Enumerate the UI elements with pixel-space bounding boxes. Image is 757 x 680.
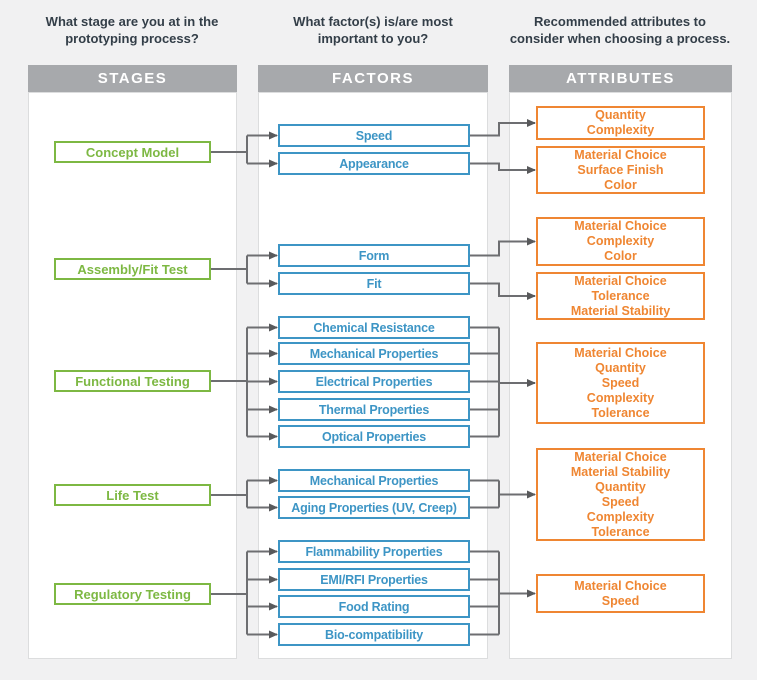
column-header-stages: STAGES	[28, 65, 237, 92]
factor-box: Appearance	[278, 152, 470, 175]
factor-label: Flammability Properties	[305, 544, 443, 559]
factor-box: Speed	[278, 124, 470, 147]
attribute-line: Complexity	[586, 509, 655, 524]
stage-box: Assembly/Fit Test	[54, 258, 211, 280]
factor-box: Electrical Properties	[278, 370, 470, 393]
column-header-attributes: ATTRIBUTES	[509, 65, 732, 92]
factor-label: Optical Properties	[321, 429, 427, 444]
column-header-factors: FACTORS	[258, 65, 488, 92]
factor-label: Food Rating	[338, 599, 410, 614]
factor-label: Appearance	[339, 156, 409, 171]
factor-label: EMI/RFI Properties	[320, 572, 428, 587]
attribute-line: Surface Finish	[577, 162, 664, 177]
factor-box: EMI/RFI Properties	[278, 568, 470, 591]
factor-box: Thermal Properties	[278, 398, 470, 421]
factor-box: Bio-compatibility	[278, 623, 470, 646]
attribute-line: Material Choice	[574, 345, 667, 360]
factor-label: Thermal Properties	[318, 402, 430, 417]
factor-box: Optical Properties	[278, 425, 470, 448]
attribute-line: Quantity	[595, 360, 646, 375]
stage-label: Assembly/Fit Test	[77, 261, 188, 277]
attribute-line: Quantity	[595, 108, 646, 122]
factor-label: Mechanical Properties	[309, 346, 439, 361]
attribute-line: Material Choice	[574, 147, 667, 162]
factor-box: Mechanical Properties	[278, 342, 470, 365]
stage-box: Concept Model	[54, 141, 211, 163]
attribute-line: Color	[604, 177, 637, 192]
factor-box: Aging Properties (UV, Creep)	[278, 496, 470, 519]
attribute-line: Material Choice	[574, 578, 667, 593]
factor-label: Fit	[366, 276, 382, 291]
factor-box: Fit	[278, 272, 470, 295]
factor-label: Speed	[355, 128, 393, 143]
attribute-line: Material Choice	[574, 449, 667, 464]
stage-label: Concept Model	[85, 144, 180, 160]
stage-box: Regulatory Testing	[54, 583, 211, 605]
attribute-line: Tolerance	[591, 288, 650, 303]
attribute-line: Material Stability	[570, 464, 671, 479]
attribute-line: Speed	[601, 494, 640, 509]
attribute-line: Quantity	[595, 479, 646, 494]
attribute-line: Speed	[601, 593, 640, 608]
factor-label: Electrical Properties	[315, 374, 433, 389]
factor-box: Flammability Properties	[278, 540, 470, 563]
factor-box: Form	[278, 244, 470, 267]
factor-box: Chemical Resistance	[278, 316, 470, 339]
question-factors: What factor(s) is/are most important to …	[293, 14, 453, 46]
stage-box: Life Test	[54, 484, 211, 506]
factor-label: Chemical Resistance	[313, 320, 435, 335]
factor-label: Bio-compatibility	[325, 627, 423, 642]
attribute-line: Material Choice	[574, 273, 667, 288]
stage-label: Functional Testing	[75, 373, 190, 389]
factor-label: Form	[358, 248, 390, 263]
factor-box: Food Rating	[278, 595, 470, 618]
attribute-line: Complexity	[586, 390, 655, 405]
question-stages: What stage are you at in the prototyping…	[45, 14, 219, 46]
attribute-line: Speed	[601, 375, 640, 390]
attribute-line: Material Stability	[570, 303, 671, 318]
factor-label: Aging Properties (UV, Creep)	[291, 500, 457, 515]
attribute-line: Material Choice	[574, 219, 667, 233]
attribute-line: Tolerance	[591, 405, 650, 420]
question-attributes: Recommended attributes to consider when …	[509, 14, 731, 46]
factor-label: Mechanical Properties	[309, 473, 439, 488]
attribute-line: Complexity	[586, 234, 655, 248]
stage-label: Regulatory Testing	[74, 586, 191, 602]
attribute-line: Color	[604, 249, 637, 263]
stage-box: Functional Testing	[54, 370, 211, 392]
stage-label: Life Test	[106, 487, 159, 503]
factor-box: Mechanical Properties	[278, 469, 470, 492]
attribute-line: Complexity	[586, 123, 655, 137]
attribute-line: Tolerance	[591, 524, 650, 539]
